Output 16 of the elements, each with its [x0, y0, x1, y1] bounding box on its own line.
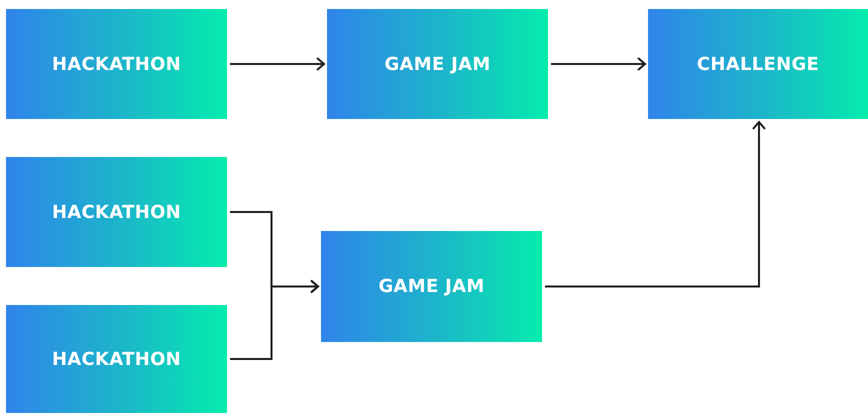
- event-box: [648, 9, 868, 119]
- event-box: [6, 9, 227, 119]
- box-label: GAME JAM: [378, 276, 485, 297]
- event-box: [321, 231, 542, 342]
- box-label: HACKATHON: [52, 202, 182, 222]
- arrow: [230, 57, 325, 71]
- event-box: [6, 305, 227, 413]
- arrow: [545, 121, 766, 288]
- box-label: CHALLENGE: [696, 54, 820, 74]
- box-label: HACKATHON: [52, 54, 182, 74]
- arrow: [230, 280, 319, 360]
- event-box: [327, 9, 548, 119]
- box-label: GAME JAM: [384, 54, 491, 74]
- event-box: [6, 157, 227, 267]
- arrow: [551, 57, 646, 71]
- box-label: HACKATHON: [52, 348, 182, 370]
